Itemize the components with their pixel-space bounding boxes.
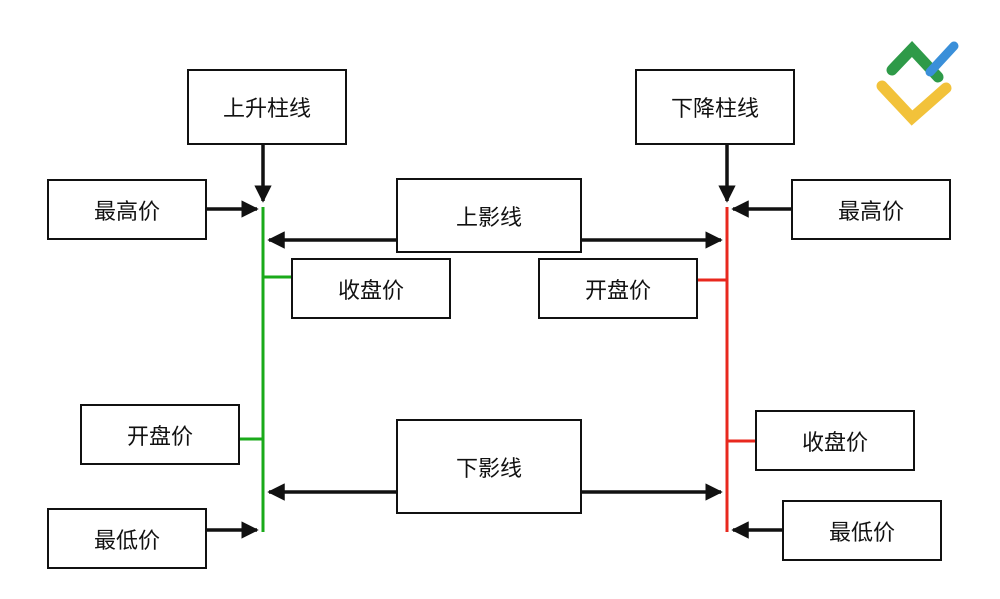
bearish-high-label: 最高价 — [837, 199, 904, 225]
bearish-close-label: 收盘价 — [801, 430, 868, 456]
bearish-title: 下降柱线 — [670, 97, 759, 122]
bearish-low-label: 最低价 — [828, 520, 895, 546]
bullish-close-label: 收盘价 — [337, 278, 404, 304]
upper-shadow-label: 上影线 — [455, 205, 522, 231]
bullish-candle — [240, 207, 291, 532]
bearish-candle — [698, 207, 755, 532]
lower-shadow-box: 下影线 — [396, 419, 582, 514]
logo-yellow-chevron — [876, 80, 952, 126]
bullish-high-label: 最高价 — [93, 199, 160, 225]
brand-logo — [876, 40, 959, 126]
bullish-low-label: 最低价 — [93, 528, 160, 554]
bearish-high-box: 最高价 — [791, 179, 951, 240]
bearish-open-label: 开盘价 — [584, 278, 651, 304]
bearish-title-box: 下降柱线 — [635, 69, 795, 145]
bullish-high-box: 最高价 — [47, 179, 207, 240]
bullish-open-box: 开盘价 — [80, 404, 240, 465]
lower-shadow-label: 下影线 — [455, 456, 522, 482]
bullish-title-box: 上升柱线 — [187, 69, 347, 145]
bearish-low-box: 最低价 — [782, 500, 942, 561]
bearish-close-box: 收盘价 — [755, 410, 915, 471]
bullish-low-box: 最低价 — [47, 508, 207, 569]
bullish-title: 上升柱线 — [222, 97, 311, 122]
logo-blue-stroke — [925, 41, 959, 77]
upper-shadow-box: 上影线 — [396, 178, 582, 253]
bearish-open-box: 开盘价 — [538, 258, 698, 319]
bullish-open-label: 开盘价 — [126, 424, 193, 450]
bullish-close-box: 收盘价 — [291, 258, 451, 319]
